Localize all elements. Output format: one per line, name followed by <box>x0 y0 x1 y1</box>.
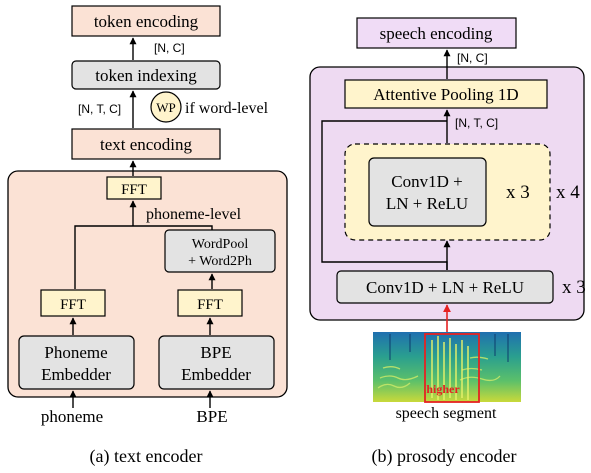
speech-encoding-label: speech encoding <box>380 24 493 43</box>
bpe-embedder-line2: Embedder <box>181 365 251 384</box>
inner-repeat-label: x 3 <box>506 182 530 203</box>
conv-block-line2: LN + ReLU <box>386 194 468 213</box>
attentive-pooling-box <box>344 79 548 109</box>
text-encoding-box <box>71 128 221 160</box>
caption-text-encoder: (a) text encoder <box>90 446 203 467</box>
speech-encoding-box <box>356 17 517 49</box>
token-encoding-box <box>71 5 221 37</box>
wp-note: if word-level <box>185 100 269 117</box>
conv-bottom-label: Conv1D + LN + ReLU <box>366 278 524 297</box>
dim-token-encoding: [N, C] <box>154 41 185 55</box>
fft-top-label: FFT <box>121 182 147 198</box>
attentive-pooling-label: Attentive Pooling 1D <box>373 85 518 104</box>
phoneme-embedder-line1: Phoneme <box>44 343 107 362</box>
fft-left-label: FFT <box>60 297 86 313</box>
input-bpe-label: BPE <box>196 407 227 426</box>
fft-right-label: FFT <box>197 297 223 313</box>
token-indexing-label: token indexing <box>95 66 197 85</box>
conv-block-box <box>368 157 487 227</box>
spectrogram-highlight <box>424 333 480 403</box>
spectrogram-image: higher <box>373 332 521 403</box>
bottom-repeat-label: x 3 <box>562 277 586 298</box>
phoneme-embedder-box <box>18 335 135 390</box>
wordpool-line2: + Word2Ph <box>188 254 252 269</box>
bpe-embedder-box <box>158 335 275 390</box>
fft-right-box <box>177 289 243 317</box>
fft-left-box <box>40 289 106 317</box>
conv-block-line1: Conv1D + <box>391 172 462 191</box>
merge-connector <box>74 225 213 289</box>
phoneme-embedder-line2: Embedder <box>41 365 111 384</box>
text-encoding-label: text encoding <box>100 135 193 154</box>
bpe-embedder-line1: BPE <box>200 343 231 362</box>
token-indexing-box <box>71 60 221 90</box>
input-speech-label: speech segment <box>396 405 497 422</box>
caption-prosody-encoder: (b) prosody encoder <box>372 446 517 467</box>
dim-pooling: [N, T, C] <box>455 116 498 130</box>
wordpool-line1: WordPool <box>192 237 249 252</box>
fft-top-box <box>106 176 162 200</box>
conv-bottom-box <box>336 270 554 304</box>
outer-repeat-label: x 4 <box>556 182 580 203</box>
wordpool-box <box>164 229 276 273</box>
spectrogram-highlight-label: higher <box>426 382 460 396</box>
token-encoding-label: token encoding <box>94 12 199 31</box>
text-encoder-panel: token encoding [N, C] token indexing [N,… <box>7 5 288 467</box>
wp-badge <box>150 91 182 123</box>
input-phoneme-label: phoneme <box>41 407 103 426</box>
dim-token-indexing: [N, T, C] <box>78 102 121 116</box>
wp-badge-label: WP <box>156 100 176 115</box>
prosody-encoder-panel: speech encoding [N, C] Attentive Pooling… <box>309 17 586 467</box>
dim-speech-encoding: [N, C] <box>457 51 488 65</box>
phoneme-level-label: phoneme-level <box>146 206 242 223</box>
